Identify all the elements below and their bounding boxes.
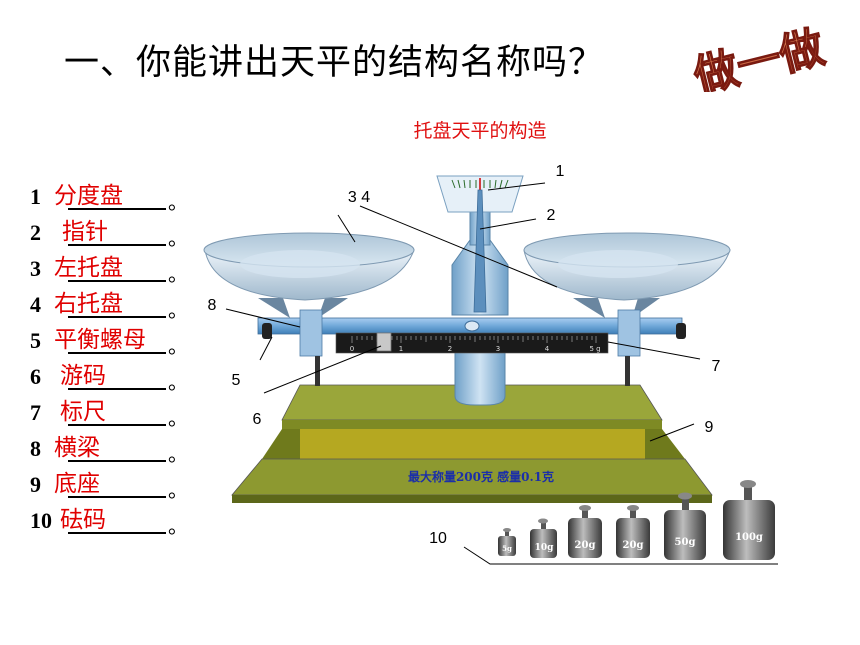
- answer-text: 砝码: [60, 507, 106, 533]
- callout-label: 3 4: [348, 189, 370, 206]
- answer-text: 横梁: [54, 435, 100, 461]
- pointer-needle: [473, 189, 487, 313]
- scale-tick-label: 4: [545, 345, 550, 353]
- answer-number: 1: [30, 184, 41, 209]
- answer-row-4: 4 右托盘 。: [30, 284, 210, 322]
- balance-nut-left: [262, 323, 272, 339]
- answer-text: 分度盘: [54, 183, 123, 209]
- period-mark: 。: [168, 298, 188, 322]
- callout-label: 9: [705, 419, 714, 436]
- capacity-text: 最大称量200克 感量0.1克: [408, 469, 554, 484]
- answer-row-6: 6 游码 。: [30, 356, 210, 394]
- scale-ruler: 0 1 2 3 4 5 g: [335, 332, 609, 354]
- answer-row-2: 2 指针 。: [30, 212, 210, 250]
- weight-100g: 100g: [723, 480, 775, 560]
- answer-text: 左托盘: [54, 255, 123, 281]
- answer-text: 指针: [62, 219, 108, 245]
- answer-blank: [68, 208, 166, 210]
- answer-number: 8: [30, 436, 41, 461]
- answer-text: 右托盘: [54, 291, 123, 317]
- answer-text: 平衡螺母: [54, 327, 146, 353]
- weight-label: 20g: [575, 540, 596, 551]
- weight-label: 5g: [502, 544, 512, 553]
- central-column: [436, 175, 524, 406]
- weight-10g: 10g: [530, 518, 557, 558]
- scale-tick-label: 0: [350, 345, 354, 353]
- callout-label: 2: [547, 207, 556, 224]
- scale-tick-label: 1: [399, 345, 403, 353]
- answer-blank: [68, 460, 166, 462]
- answer-row-10: 10 砝码 。: [30, 500, 210, 538]
- callout-label: 8: [208, 297, 217, 314]
- right-pan: [523, 232, 731, 318]
- answer-row-7: 7 标尺 。: [30, 392, 210, 430]
- answer-blank: [68, 424, 166, 426]
- scale-tick-label: 3: [496, 345, 500, 353]
- answer-blank: [68, 280, 166, 282]
- slide-title: 一、你能讲出天平的结构名称吗？: [64, 43, 605, 83]
- weight-set: 5g 10g 20g 20g 50g: [498, 480, 775, 560]
- callout-label: 1: [556, 163, 565, 180]
- answer-list: 1 分度盘 。 2 指针 。 3 左托盘 。 4 右托盘 。 5 平衡螺母 。 …: [30, 176, 210, 538]
- answer-blank: [68, 532, 166, 534]
- weight-label: 50g: [675, 537, 696, 548]
- weight-label: 20g: [623, 540, 644, 551]
- period-mark: 。: [168, 262, 188, 286]
- answer-row-9: 9 底座 。: [30, 464, 210, 502]
- answer-blank: [68, 388, 166, 390]
- answer-number: 7: [30, 400, 41, 425]
- answer-number: 5: [30, 328, 41, 353]
- period-mark: 。: [168, 406, 188, 430]
- answer-row-1: 1 分度盘 。: [30, 176, 210, 214]
- period-mark: 。: [168, 370, 188, 394]
- answer-row-8: 8 横梁 。: [30, 428, 210, 466]
- period-mark: 。: [168, 514, 188, 538]
- left-pan: [203, 232, 415, 318]
- answer-number: 6: [30, 364, 41, 389]
- answer-blank: [68, 496, 166, 498]
- answer-number: 10: [30, 508, 52, 533]
- answer-row-5: 5 平衡螺母 。: [30, 320, 210, 358]
- badge-do-it: 做一做: [687, 22, 830, 92]
- callout-lines: [225, 182, 778, 565]
- rider-slider: [376, 332, 392, 352]
- dial-ticks: [451, 178, 509, 190]
- weight-50g: 50g: [664, 492, 706, 560]
- period-mark: 。: [168, 190, 188, 214]
- scale-tick-label: 5 g: [589, 345, 600, 353]
- weight-label: 100g: [735, 532, 763, 543]
- weight-5g: 5g: [498, 528, 516, 556]
- answer-blank: [68, 316, 166, 318]
- answer-number: 4: [30, 292, 41, 317]
- answer-blank: [68, 244, 166, 246]
- weight-20g-2: 20g: [616, 505, 650, 558]
- callout-label: 10: [429, 530, 447, 547]
- scale-tick-label: 2: [448, 345, 452, 353]
- callout-label: 7: [712, 358, 721, 375]
- diagram-title: 托盘天平的构造: [413, 120, 546, 142]
- answer-number: 9: [30, 472, 41, 497]
- answer-number: 2: [30, 220, 41, 245]
- answer-text: 底座: [54, 471, 100, 497]
- weight-20g-1: 20g: [568, 505, 602, 558]
- answer-number: 3: [30, 256, 41, 281]
- weight-label: 10g: [535, 543, 555, 553]
- answer-row-3: 3 左托盘 。: [30, 248, 210, 286]
- callout-label: 6: [253, 411, 262, 428]
- answer-blank: [68, 352, 166, 354]
- balance-nut-right: [676, 323, 686, 339]
- period-mark: 。: [168, 334, 188, 358]
- answer-text: 标尺: [60, 399, 106, 425]
- callout-label: 5: [232, 372, 241, 389]
- period-mark: 。: [168, 442, 188, 466]
- period-mark: 。: [168, 478, 188, 502]
- period-mark: 。: [168, 226, 188, 250]
- answer-text: 游码: [60, 363, 106, 389]
